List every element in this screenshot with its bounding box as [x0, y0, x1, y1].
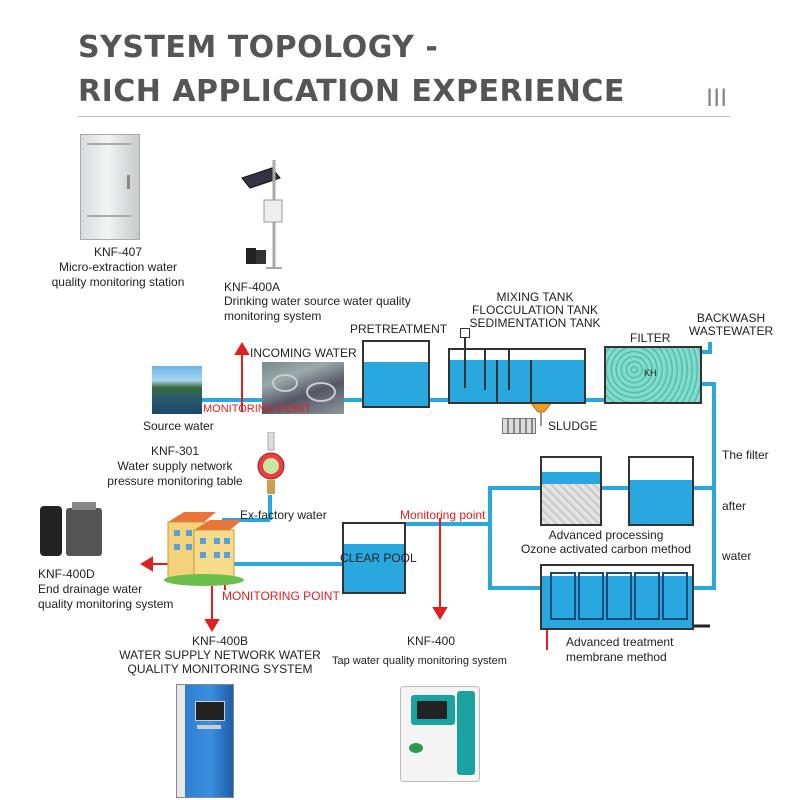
filter-after-label-2: after [722, 499, 747, 513]
backwash-label-1: BACKWASH [696, 311, 766, 325]
sedimentation-tank-label: SEDIMENTATION TANK [469, 316, 601, 330]
pretreatment-label: PRETREATMENT [350, 322, 448, 336]
mixing-tank-label: MIXING TANK [496, 290, 574, 304]
knf400b-desc2: QUALITY MONITORING SYSTEM [127, 662, 313, 676]
knf400d-desc1: End drainage water [38, 582, 143, 596]
knf301-desc1: Water supply network [117, 459, 233, 473]
knf400a-model: KNF-400A [224, 280, 281, 294]
mixing-flocculation-tank [448, 328, 586, 404]
monitoring-point-label-1: MONITORING POINT [203, 403, 311, 415]
knf407-model: KNF-407 [93, 245, 143, 259]
knf400-desc: Tap water quality monitoring system [332, 655, 507, 667]
knf400d-model: KNF-400D [38, 567, 95, 581]
pressure-gauge-icon [257, 432, 285, 494]
knf400b-cabinet-image [176, 684, 234, 798]
knf407-desc2: quality monitoring station [51, 275, 185, 289]
knf400d-desc2: quality monitoring system [38, 597, 174, 611]
page-title-line1: SYSTEM TOPOLOGY - [78, 30, 439, 65]
knf400-device-image [400, 686, 480, 782]
filter-tank: KH [604, 346, 702, 404]
monitoring-point-label-3: MONITORING POINT [222, 589, 340, 603]
filter-after-label-1: The filter [722, 448, 769, 462]
monitoring-point-label-2: Monitoring point [400, 508, 486, 522]
ozone-tank [540, 456, 602, 526]
menu-icon[interactable]: III [706, 84, 728, 112]
pretreatment-tank [362, 340, 430, 408]
incoming-water-plant-image [262, 362, 344, 414]
sludge-pump-icon [502, 418, 536, 434]
knf400a-solar-station-image [241, 160, 283, 269]
incoming-water-label: INCOMING WATER [250, 346, 357, 360]
knf400b-model: KNF-400B [191, 634, 249, 648]
knf400-model: KNF-400 [407, 634, 456, 648]
flocculation-tank-label: FLOCCULATION TANK [471, 303, 599, 317]
residential-buildings-image [164, 512, 244, 586]
source-water-label: Source water [143, 419, 214, 433]
filter-after-label-3: water [722, 549, 752, 563]
knf400b-desc1: WATER SUPPLY NETWORK WATER [119, 648, 321, 662]
advanced-treatment-label-2: membrane method [566, 650, 667, 664]
backwash-label-2: WASTEWATER [688, 324, 774, 338]
filter-label: FILTER [630, 331, 671, 345]
sludge-label: SLUDGE [548, 419, 598, 433]
knf301-model: KNF-301 [150, 444, 200, 458]
advanced-treatment-label-1: Advanced treatment [566, 635, 674, 649]
knf400d-device-image [40, 502, 102, 556]
title-divider [78, 116, 730, 117]
knf400a-desc2: monitoring system [224, 309, 322, 323]
filter-badge: KH [644, 368, 657, 378]
pretreatment-water [364, 362, 428, 406]
knf400a-desc1: Drinking water source water quality [224, 294, 411, 308]
knf301-desc2: pressure monitoring table [107, 474, 243, 488]
advanced-processing-label-2: Ozone activated carbon method [520, 542, 692, 556]
knf407-cabinet-image [80, 134, 140, 240]
ex-factory-water-label: Ex-factory water [240, 508, 327, 522]
clear-pool-tank [342, 522, 406, 594]
clear-pool-label: CLEAR POOL [340, 551, 417, 565]
source-water-image [152, 366, 202, 414]
knf407-desc1: Micro-extraction water [58, 260, 178, 274]
membrane-tank [540, 564, 694, 630]
advanced-processing-label-1: Advanced processing [548, 528, 664, 542]
page-title-line2: RICH APPLICATION EXPERIENCE [78, 74, 625, 109]
activated-carbon-tank [628, 456, 694, 526]
